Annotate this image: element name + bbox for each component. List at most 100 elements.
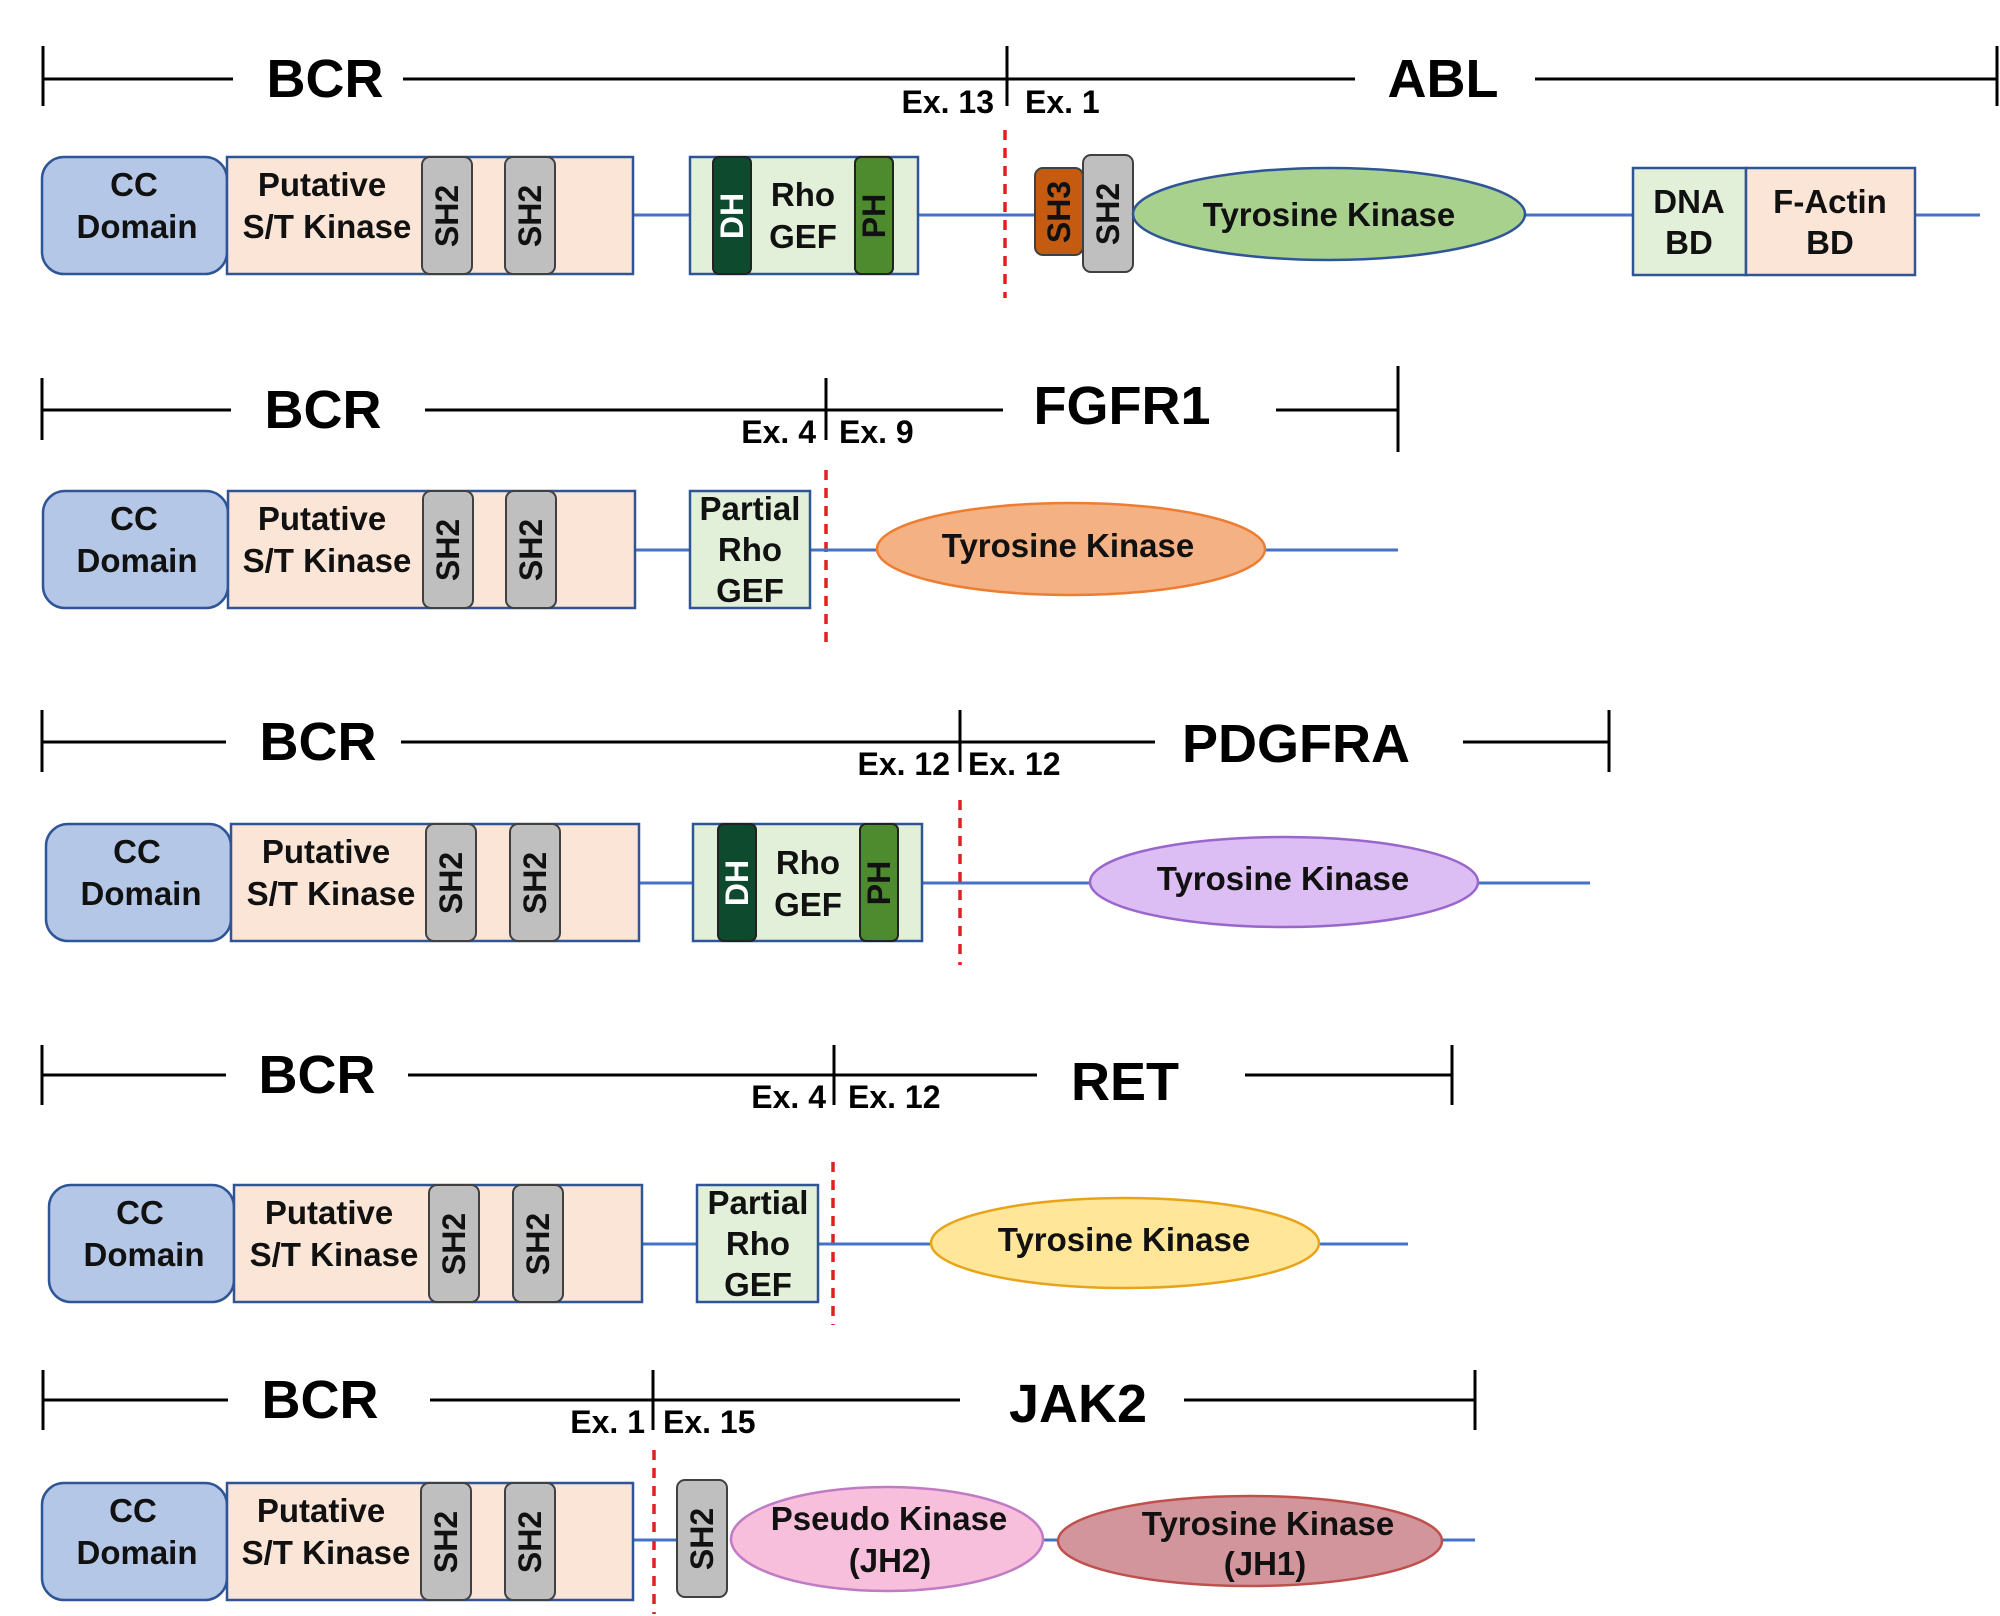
partner-title: PDGFRA: [1182, 714, 1410, 774]
sh2-domain: [505, 490, 557, 609]
exon-right-label: Ex. 1: [1025, 84, 1100, 120]
sh2-label: SH2: [429, 185, 465, 247]
rho-gef-label: GEF: [769, 218, 837, 255]
pseudo-kinase-label: (JH2): [849, 1542, 932, 1579]
kinase-label: S/T Kinase: [243, 542, 412, 579]
dh-domain: [712, 156, 752, 275]
tyrosine-kinase-domain: [875, 501, 1267, 597]
exon-right-label: Ex. 15: [663, 1404, 756, 1440]
cc-domain-label: Domain: [80, 875, 201, 912]
tyrosine-kinase-label: Tyrosine Kinase: [1157, 860, 1409, 897]
rho-gef-label: GEF: [774, 886, 842, 923]
tyrosine-kinase-domain: [929, 1196, 1321, 1290]
ph-label: PH: [856, 194, 892, 238]
kinase-label: Putative: [265, 1194, 393, 1231]
sh3-label: SH3: [1041, 181, 1077, 243]
kinase-label: Putative: [257, 1492, 385, 1529]
cc-domain-label: Domain: [76, 542, 197, 579]
partner-title: JAK2: [1009, 1374, 1147, 1434]
partner-title: ABL: [1388, 49, 1499, 109]
dh-label: DH: [719, 860, 755, 906]
partial-rho-gef-label: Rho: [718, 531, 782, 568]
cc-domain-label: CC: [116, 1194, 164, 1231]
partial-rho-gef-label: GEF: [716, 572, 784, 609]
sh2-domain: [425, 823, 477, 942]
kinase-label: Putative: [258, 166, 386, 203]
partner-title: RET: [1071, 1052, 1179, 1112]
tyrosine-kinase-label: Tyrosine Kinase: [1142, 1505, 1394, 1542]
rho-gef-label: Rho: [771, 176, 835, 213]
bcr-title: BCR: [267, 49, 384, 109]
sh2-label: SH2: [517, 852, 553, 914]
cc-domain-label: CC: [109, 1492, 157, 1529]
sh2-domain: [428, 1184, 480, 1303]
ph-domain: [854, 156, 894, 275]
kinase-label: S/T Kinase: [243, 208, 412, 245]
bcr-title: BCR: [260, 712, 377, 772]
ph-domain: [859, 823, 899, 942]
tyrosine-kinase-domain: [1131, 166, 1527, 262]
fusion-row-bcr-jak2: BCR JAK2 Ex. 1 Ex. 15 CC Domain Putative…: [40, 1370, 1477, 1614]
dna-bd-label: BD: [1665, 224, 1713, 261]
exon-left-label: Ex. 12: [857, 746, 950, 782]
exon-left-label: Ex. 4: [741, 414, 816, 450]
pseudo-kinase-domain: [729, 1485, 1045, 1593]
sh2-domain: [421, 156, 473, 275]
partial-rho-gef-label: Rho: [726, 1225, 790, 1262]
dh-domain: [717, 823, 757, 942]
tyrosine-kinase-label: Tyrosine Kinase: [1203, 196, 1455, 233]
cc-domain-label: CC: [110, 500, 158, 537]
f-actin-binding-domain: [1744, 166, 1917, 277]
pseudo-kinase-label: Pseudo Kinase: [771, 1500, 1008, 1537]
partial-rho-gef-domain: [695, 1183, 820, 1304]
cc-domain-label: Domain: [76, 1534, 197, 1571]
exon-right-label: Ex. 12: [968, 746, 1061, 782]
sh2-label: SH2: [513, 519, 549, 581]
ph-label: PH: [861, 861, 897, 905]
sh2-label: SH2: [436, 1213, 472, 1275]
sh2-domain: [504, 156, 556, 275]
kinase-label: Putative: [262, 833, 390, 870]
cc-domain-label: CC: [110, 166, 158, 203]
fusion-row-bcr-fgfr1: BCR FGFR1 Ex. 4 Ex. 9 CC Domain Putative…: [40, 366, 1400, 642]
kinase-label: Putative: [258, 500, 386, 537]
sh2-domain: [422, 490, 474, 609]
sh2-label: SH2: [433, 852, 469, 914]
sh2-label: SH2: [430, 519, 466, 581]
tyrosine-kinase-domain: [1088, 835, 1480, 929]
sh2-domain: [509, 823, 561, 942]
rho-gef-label: Rho: [776, 844, 840, 881]
f-actin-bd-label: BD: [1806, 224, 1854, 261]
kinase-label: S/T Kinase: [247, 875, 416, 912]
sh2-label: SH2: [512, 1511, 548, 1573]
sh2-domain: [420, 1482, 472, 1601]
f-actin-bd-label: F-Actin: [1773, 183, 1887, 220]
bcr-title: BCR: [265, 380, 382, 440]
partner-title: FGFR1: [1033, 376, 1210, 436]
sh2-label: SH2: [428, 1511, 464, 1573]
kinase-label: S/T Kinase: [250, 1236, 419, 1273]
tyrosine-kinase-label: Tyrosine Kinase: [998, 1221, 1250, 1258]
cc-domain-label: Domain: [76, 208, 197, 245]
exon-left-label: Ex. 13: [901, 84, 994, 120]
sh2-label: SH2: [684, 1508, 720, 1570]
kinase-label: S/T Kinase: [242, 1534, 411, 1571]
sh2-label: SH2: [520, 1213, 556, 1275]
dh-label: DH: [714, 193, 750, 239]
partial-rho-gef-label: GEF: [724, 1266, 792, 1303]
tyrosine-kinase-domain: [1056, 1494, 1444, 1588]
dna-bd-label: DNA: [1653, 183, 1725, 220]
sh2-label: SH2: [1090, 183, 1126, 245]
sh2-domain: [676, 1479, 728, 1598]
cc-domain-label: CC: [113, 833, 161, 870]
fusion-row-bcr-abl: BCR ABL Ex. 13 Ex. 1 CC Domain Putative …: [40, 46, 1999, 298]
sh2-domain: [504, 1482, 556, 1601]
sh2-domain: [512, 1184, 564, 1303]
exon-left-label: Ex. 4: [751, 1079, 826, 1115]
sh2-label: SH2: [512, 185, 548, 247]
partial-rho-gef-label: Partial: [708, 1184, 809, 1221]
exon-right-label: Ex. 12: [848, 1079, 941, 1115]
bcr-title: BCR: [262, 1370, 379, 1430]
exon-right-label: Ex. 9: [839, 414, 914, 450]
